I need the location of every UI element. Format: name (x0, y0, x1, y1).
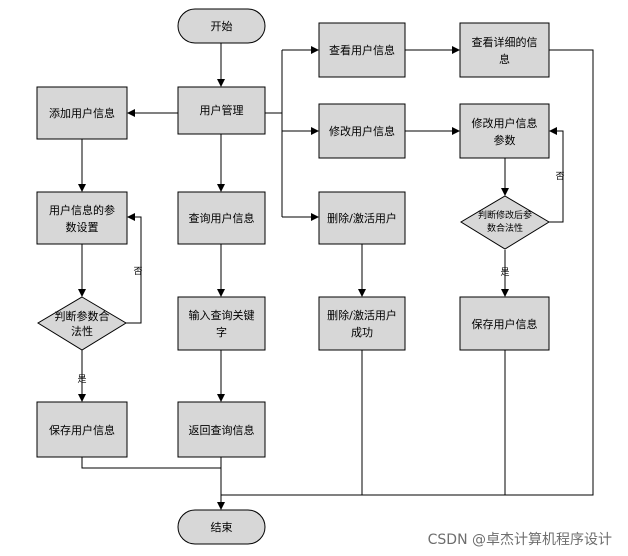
modify-param-label-2: 参数 (494, 133, 516, 147)
delete-success-node: 删除/激活用户 成功 (318, 296, 406, 351)
no-right-label: 否 (555, 171, 564, 182)
input-keyword-node: 输入查询关键 字 (177, 296, 266, 351)
delete-user-node: 删除/激活用户 (318, 191, 406, 245)
save-right-node: 保存用户信息 (459, 296, 550, 351)
save-left-node: 保存用户信息 (36, 401, 128, 458)
view-user-label: 查看用户信息 (329, 43, 395, 57)
end-node: 结束 (177, 509, 266, 545)
modify-param-node: 修改用户信息 参数 (459, 103, 550, 159)
user-manage-node: 用户管理 (177, 86, 266, 135)
validate-right-label-1: 判断修改后参 (478, 209, 532, 221)
query-user-label: 查询用户信息 (189, 211, 255, 225)
validate-right-decision: 判断修改后参 数合法性 (460, 195, 550, 250)
yes-right-label: 是 (500, 267, 509, 278)
view-user-node: 查看用户信息 (318, 22, 406, 78)
save-left-label: 保存用户信息 (49, 423, 115, 437)
no-left-label: 否 (133, 266, 142, 277)
view-detail-label-1: 查看详细的信 (472, 35, 538, 49)
connectors (78, 43, 594, 510)
start-node: 开始 (177, 8, 266, 44)
return-query-node: 返回查询信息 (177, 401, 266, 458)
view-detail-label-2: 息 (499, 52, 510, 66)
yes-left-label: 是 (77, 374, 86, 385)
delete-success-label-1: 删除/激活用户 (327, 308, 397, 322)
validate-left-label-1: 判断参数合 (55, 309, 110, 323)
query-user-node: 查询用户信息 (177, 191, 266, 245)
return-query-label: 返回查询信息 (189, 423, 255, 437)
add-user-node: 添加用户信息 (36, 86, 128, 140)
param-setting-label-2: 数设置 (66, 221, 99, 234)
input-keyword-label-2: 字 (216, 325, 227, 339)
watermark-text: CSDN @卓杰计算机程序设计 (428, 532, 612, 548)
param-setting-label-1: 用户信息的参 (49, 203, 115, 217)
modify-user-label: 修改用户信息 (329, 124, 395, 138)
param-setting-node: 用户信息的参 数设置 (36, 191, 128, 245)
view-detail-node: 查看详细的信 息 (459, 22, 550, 78)
save-right-label: 保存用户信息 (472, 317, 538, 331)
end-label: 结束 (211, 521, 233, 534)
validate-right-label-2: 数合法性 (487, 222, 523, 234)
start-label: 开始 (211, 19, 233, 33)
delete-success-label-2: 成功 (351, 326, 373, 339)
input-keyword-label-1: 输入查询关键 (189, 308, 255, 322)
modify-param-label-1: 修改用户信息 (472, 116, 538, 130)
add-user-label: 添加用户信息 (49, 106, 115, 120)
user-manage-label: 用户管理 (200, 103, 244, 117)
modify-user-node: 修改用户信息 (318, 103, 406, 159)
validate-left-label-2: 法性 (71, 324, 93, 338)
validate-left-decision: 判断参数合 法性 (37, 296, 127, 351)
delete-user-label: 删除/激活用户 (327, 211, 397, 225)
